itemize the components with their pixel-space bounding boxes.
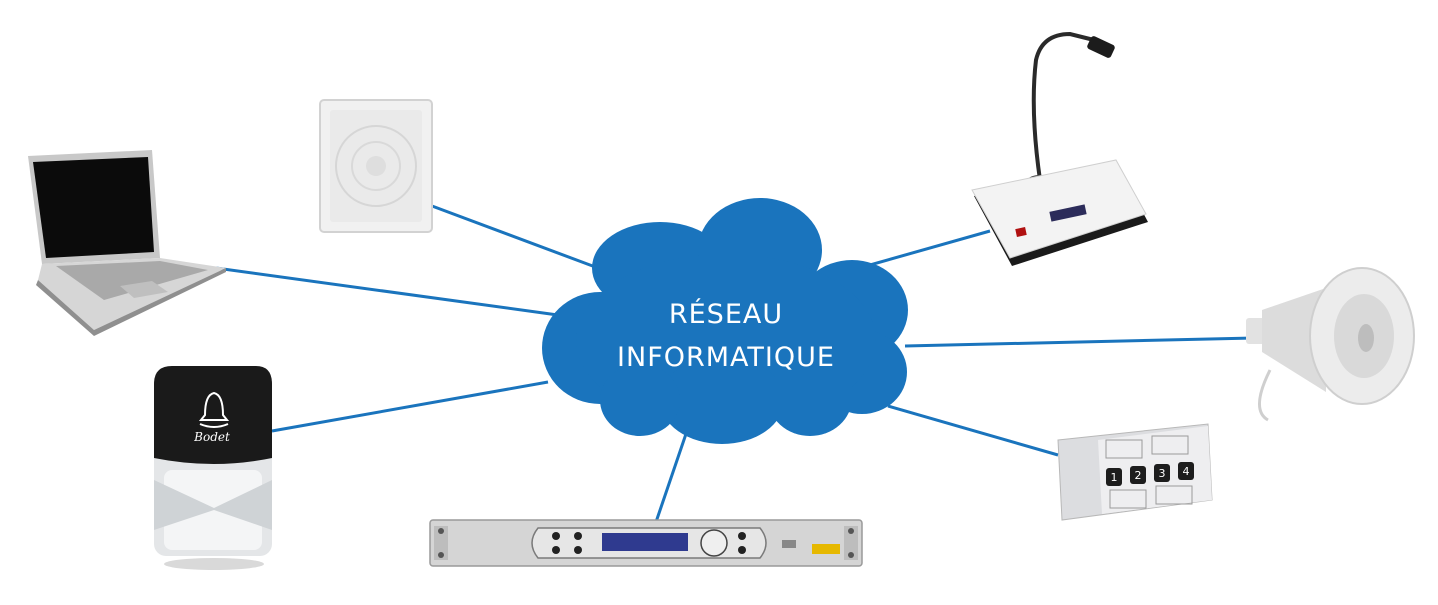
network-links (215, 204, 1255, 523)
keypad-key-1: 1 (1111, 471, 1118, 484)
cloud-label-line2: INFORMATIQUE (617, 342, 835, 373)
bell-icon: Bodet (154, 366, 272, 570)
keypad-icon: 1 2 3 4 (1057, 423, 1213, 521)
keypad-key-3: 3 (1159, 467, 1166, 480)
horn-speaker-icon (1246, 267, 1415, 422)
microphone-console-icon (971, 31, 1148, 266)
rack-server-icon (429, 519, 863, 567)
keypad-key-4: 4 (1183, 465, 1190, 478)
link-keypad (887, 404, 1059, 457)
link-bell-unit (271, 380, 549, 433)
link-laptop (215, 266, 566, 318)
bell-brand-label: Bodet (193, 430, 230, 444)
link-rack-server (654, 427, 690, 523)
keypad-key-2: 2 (1135, 469, 1142, 482)
network-cloud: RÉSEAU INFORMATIQUE (542, 198, 908, 444)
laptop-icon (28, 150, 226, 336)
link-ceiling-speaker (431, 204, 599, 270)
speaker-panel-icon (319, 99, 433, 233)
link-horn-speaker (904, 336, 1255, 348)
cloud-label-line1: RÉSEAU (669, 298, 783, 330)
